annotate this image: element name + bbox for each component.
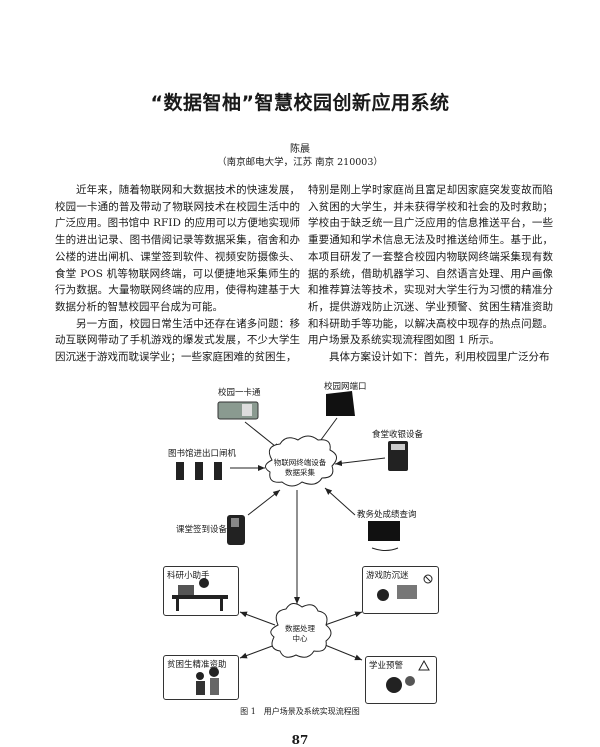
cloud-line: 中心	[292, 634, 308, 643]
box-research-assistant: 科研小助手	[163, 566, 239, 616]
label-grade-query: 教务处成绩查询	[357, 510, 417, 520]
paragraph: 近年来，随着物联网和大数据技术的快速发展，校园一卡通的普及带动了物联网技术在校园…	[55, 184, 300, 313]
box-title: 学业预警	[369, 661, 404, 671]
cloud-line: 数据采集	[285, 468, 315, 477]
process-cloud-label: 数据处理 中心	[275, 624, 325, 644]
label-library-gate: 图书馆进出口闸机	[168, 449, 237, 459]
paragraph: 具体方案设计如下：首先，利用校园里广泛分布	[329, 351, 550, 364]
box-poverty-aid: 贫困生精准资助	[163, 655, 239, 700]
label-class-checkin: 课堂签到设备	[176, 525, 228, 535]
pos-icon	[388, 441, 408, 471]
warning-illustration-icon	[386, 659, 430, 693]
box-title: 贫困生精准资助	[167, 660, 227, 670]
gamer-illustration-icon	[377, 574, 433, 601]
label-canteen-pos: 食堂收银设备	[372, 430, 424, 440]
paragraph: 特别是刚上学时家庭尚且富足却因家庭突发变故而陷入贫困的大学生，并未获得学校和社会…	[308, 184, 553, 347]
figure-caption: 图 1 用户场景及系统实现流程图	[240, 707, 360, 716]
collect-cloud	[265, 435, 337, 487]
desk-illustration-icon	[172, 578, 228, 611]
network-port-icon	[326, 391, 355, 416]
left-column: 近年来，随着物联网和大数据技术的快速发展，校园一卡通的普及带动了物联网技术在校园…	[55, 182, 300, 366]
collect-cloud-label: 物联网终端设备 数据采集	[270, 458, 330, 478]
box-title: 科研小助手	[167, 571, 210, 581]
label-campus-card: 校园一卡通	[218, 388, 261, 398]
checkin-device-icon	[227, 515, 245, 545]
cloud-line: 物联网终端设备	[273, 458, 327, 467]
affiliation: （南京邮电大学，江苏 南京 210003）	[217, 157, 383, 168]
label-network-port: 校园网端口	[324, 382, 367, 392]
author: 陈晨	[290, 144, 310, 155]
cloud-line: 数据处理	[285, 624, 315, 633]
campus-card-icon	[217, 401, 259, 420]
monitor-icon	[368, 521, 400, 551]
page-number: 87	[291, 733, 309, 747]
output-arrows	[239, 611, 363, 661]
right-column: 特别是刚上学时家庭尚且富足却因家庭突发变故而陷入贫困的大学生，并未获得学校和社会…	[308, 182, 553, 366]
paragraph: 另一方面，校园日常生活中还存在诸多问题：移动互联网带动了手机游戏的爆发式发展，不…	[55, 317, 300, 364]
library-gate-icon	[176, 462, 222, 480]
students-illustration-icon	[196, 667, 219, 695]
box-title: 游戏防沉迷	[366, 571, 409, 581]
box-academic-warning: 学业预警	[365, 656, 437, 704]
box-game-addiction: 游戏防沉迷	[362, 566, 439, 614]
process-cloud	[270, 603, 332, 658]
paper-title: “数据智柚”智慧校园创新应用系统	[150, 92, 450, 114]
